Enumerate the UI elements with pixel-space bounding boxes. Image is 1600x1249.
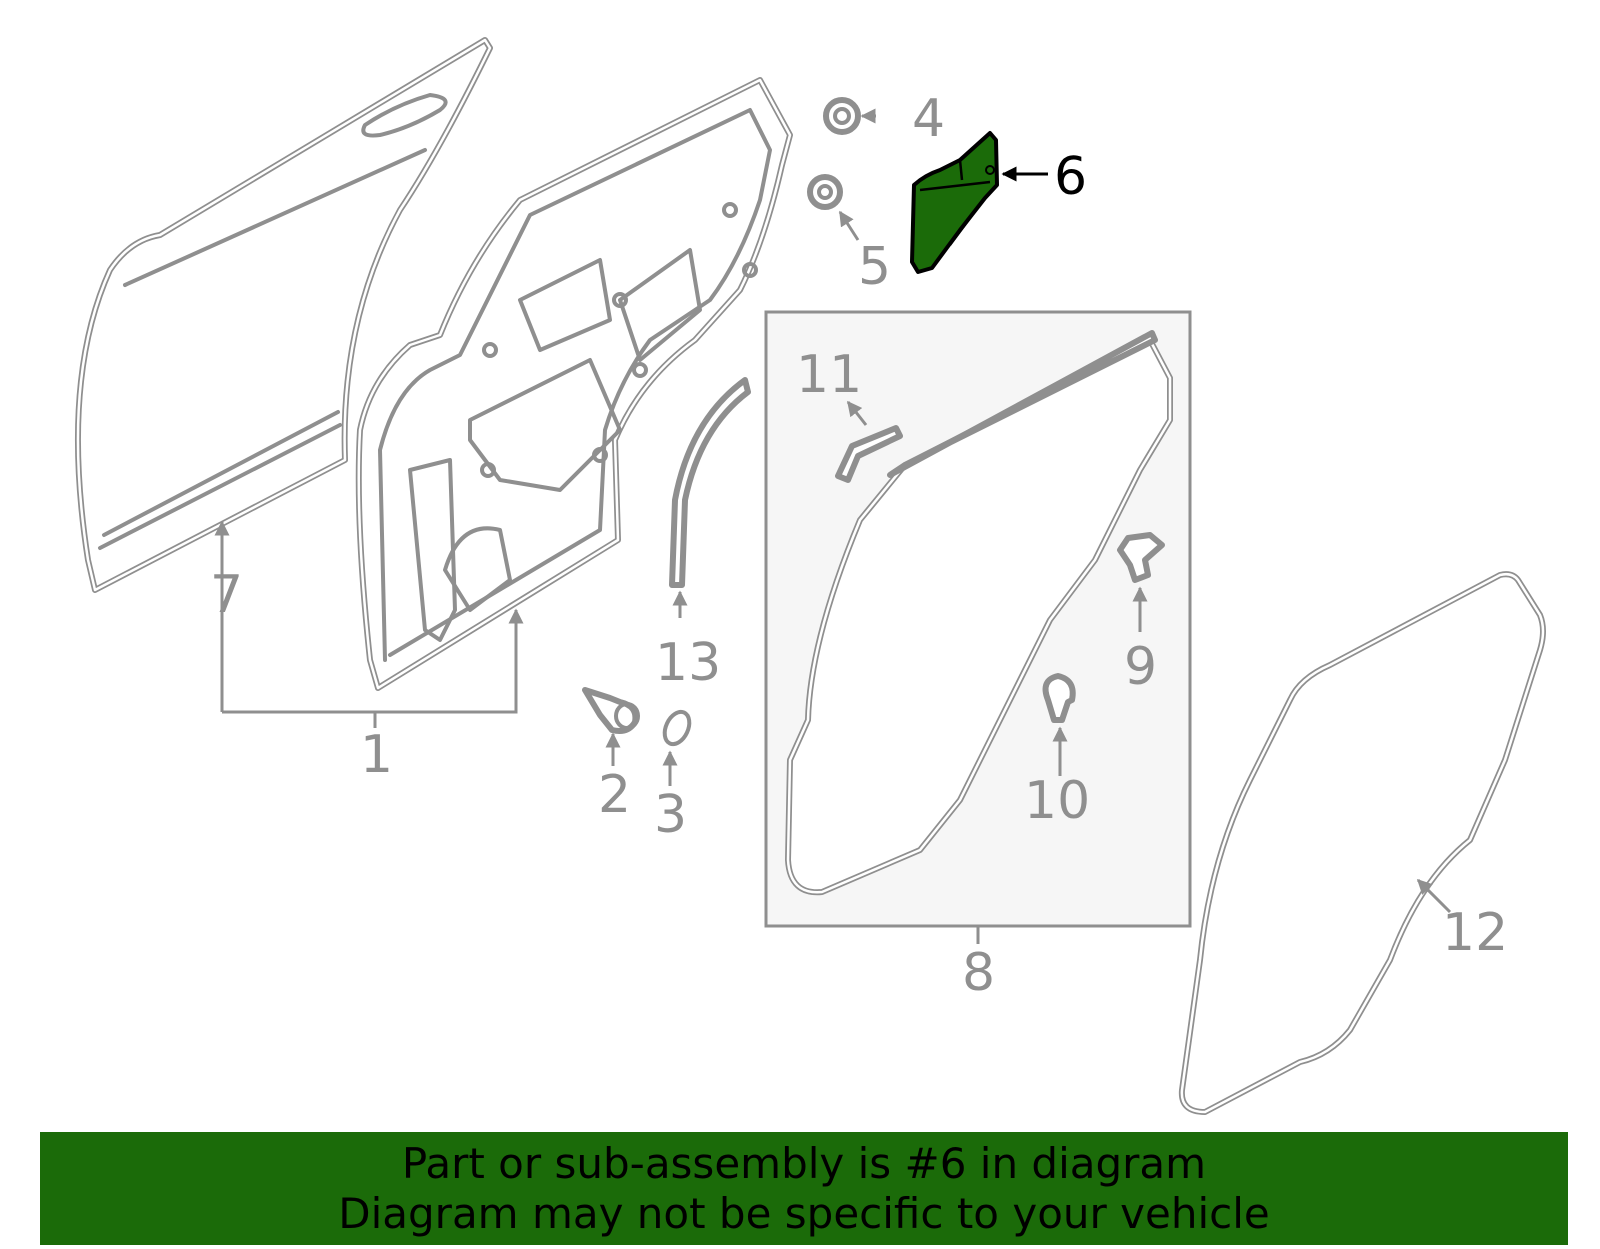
info-banner: Part or sub-assembly is #6 in diagram Di… — [40, 1132, 1568, 1245]
part-8-weatherstrip — [785, 330, 1173, 896]
part-2-clip — [582, 687, 640, 734]
callout-10: 10 — [1024, 771, 1090, 831]
callout-9: 9 — [1124, 637, 1157, 697]
callout-5: 5 — [858, 237, 891, 297]
part-5-grommet — [807, 174, 843, 210]
banner-line-2: Diagram may not be specific to your vehi… — [338, 1188, 1270, 1238]
callout-13: 13 — [655, 633, 721, 693]
callout-8: 8 — [962, 943, 995, 1003]
callout-7: 7 — [210, 565, 243, 625]
part-12-body-weatherstrip — [1178, 571, 1546, 1115]
part-9-clip — [1117, 532, 1165, 583]
part-10-push-pin — [1042, 673, 1076, 723]
callout-2: 2 — [598, 765, 631, 825]
callout-numbers: 1 2 3 4 5 6 7 8 9 10 11 12 13 — [210, 89, 1508, 1003]
part-3-ring — [662, 709, 692, 747]
callout-12: 12 — [1442, 903, 1508, 963]
part-11-trim-strip — [835, 425, 903, 483]
callout-6: 6 — [1054, 147, 1087, 207]
part-13-molding-strip — [669, 377, 751, 588]
part-1-door-inner-frame — [355, 77, 793, 691]
callout-11: 11 — [796, 345, 862, 405]
leader-lines — [214, 108, 1452, 944]
callout-4: 4 — [912, 89, 945, 149]
part-4-grommet — [823, 97, 861, 135]
part-6-highlighted-bracket — [910, 131, 999, 274]
callout-1: 1 — [360, 725, 393, 785]
part-7-outer-door-panel — [75, 37, 493, 593]
callout-3: 3 — [654, 785, 687, 845]
banner-line-1: Part or sub-assembly is #6 in diagram — [401, 1138, 1207, 1188]
